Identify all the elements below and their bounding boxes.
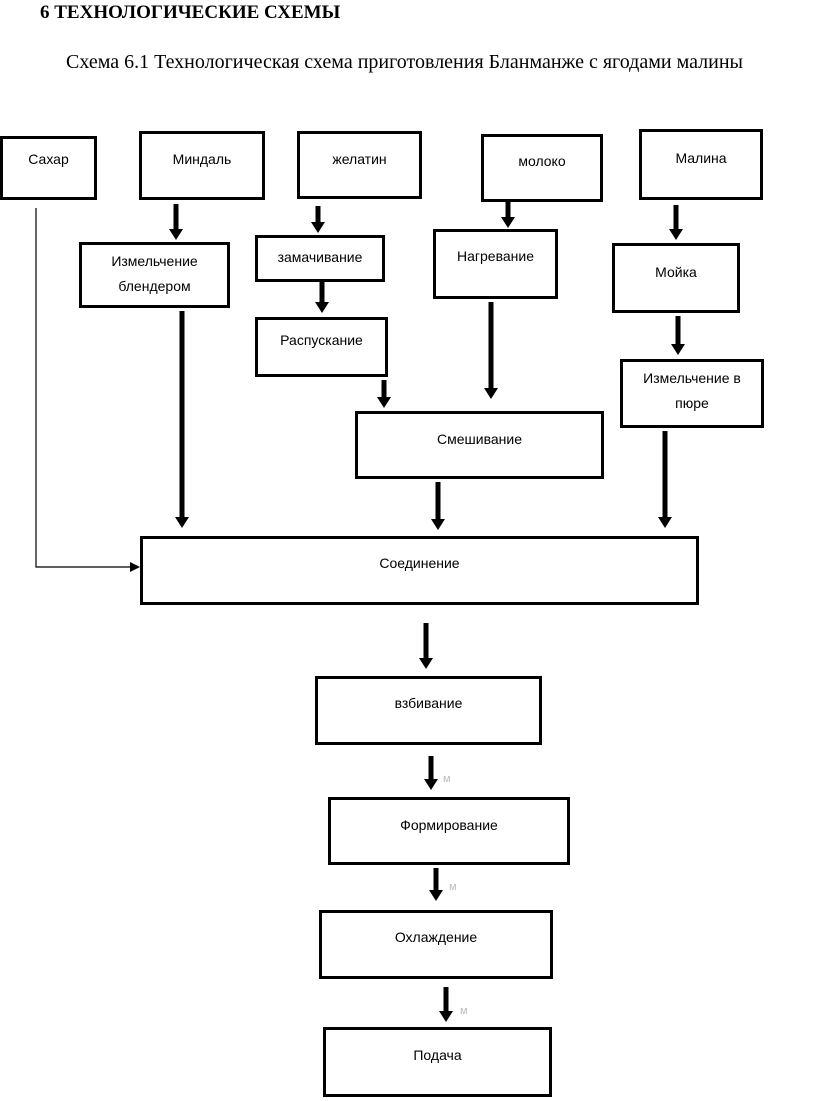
ingredient-sugar: Сахар xyxy=(0,136,97,200)
step-cool: Охлаждение xyxy=(319,910,553,979)
section-heading: 6 ТЕХНОЛОГИЧЕСКИЕ СХЕМЫ xyxy=(40,2,341,23)
step-whip-label: взбивание xyxy=(394,695,463,711)
arrow-whip-to-shape xyxy=(424,756,438,790)
ingredient-sugar-label: Сахар xyxy=(28,151,69,167)
arrow-heat-to-mix xyxy=(484,302,498,399)
step-dissolve-label: Распускание xyxy=(280,332,363,348)
arrow-mix-to-combine xyxy=(431,482,445,530)
step-blend: Измельчение блендером xyxy=(79,242,230,308)
step-soak: замачивание xyxy=(255,235,385,282)
arrow-wash-to-puree xyxy=(671,316,685,355)
step-serve-label: Подача xyxy=(413,1047,462,1063)
step-shape: Формирование xyxy=(328,797,570,865)
arrow-soak-to-dissolve xyxy=(315,277,329,313)
step-soak-label: замачивание xyxy=(277,249,363,265)
scheme-caption: Схема 6.1 Технологическая схема приготов… xyxy=(66,51,743,73)
arrow-shape-to-cool xyxy=(429,868,443,901)
step-cool-label: Охлаждение xyxy=(394,929,478,945)
step-combine: Соединение xyxy=(140,536,699,605)
ingredient-milk-label: молоко xyxy=(518,153,566,169)
marker-glyph: м xyxy=(449,881,457,893)
arrowhead-sugar xyxy=(130,562,140,572)
arrow-dissolve-to-mix xyxy=(377,380,391,408)
step-mix-label: Смешивание xyxy=(437,431,522,447)
arrow-gelatin-to-soak xyxy=(311,206,325,233)
arrow-almond-to-blend xyxy=(169,204,183,240)
step-shape-label: Формирование xyxy=(400,817,498,833)
arrow-milk-to-heat xyxy=(501,201,515,228)
ingredient-almond: Миндаль xyxy=(139,131,265,200)
ingredient-gelatin-label: желатин xyxy=(332,151,387,167)
arrow-cool-to-serve xyxy=(439,987,453,1022)
arrow-raspberry-to-wash xyxy=(669,205,683,240)
step-puree: Измельчение в пюре xyxy=(620,359,764,428)
step-combine-label: Соединение xyxy=(379,555,460,571)
step-wash: Мойка xyxy=(612,243,740,313)
step-whip: взбивание xyxy=(315,676,542,745)
step-serve: Подача xyxy=(323,1027,552,1097)
ingredient-milk: молоко xyxy=(481,134,603,202)
marker-glyph: м xyxy=(443,773,451,785)
step-wash-label: Мойка xyxy=(655,264,697,280)
step-mix: Смешивание xyxy=(355,411,604,479)
ingredient-gelatin: желатин xyxy=(297,131,422,199)
arrow-blend-to-combine xyxy=(175,311,189,528)
step-heat: Нагревание xyxy=(433,229,558,299)
step-puree-label: Измельчение в пюре xyxy=(643,370,741,411)
marker-glyph: м xyxy=(460,1005,468,1017)
step-dissolve: Распускание xyxy=(255,317,388,377)
ingredient-raspberry: Малина xyxy=(639,129,763,200)
ingredient-almond-label: Миндаль xyxy=(172,151,232,167)
arrow-combine-to-whip xyxy=(419,623,433,669)
arrow-puree-to-combine xyxy=(658,431,672,528)
step-heat-label: Нагревание xyxy=(457,248,534,264)
step-blend-label: Измельчение блендером xyxy=(111,253,198,294)
ingredient-raspberry-label: Малина xyxy=(675,150,727,166)
connector-sugar xyxy=(35,208,130,568)
